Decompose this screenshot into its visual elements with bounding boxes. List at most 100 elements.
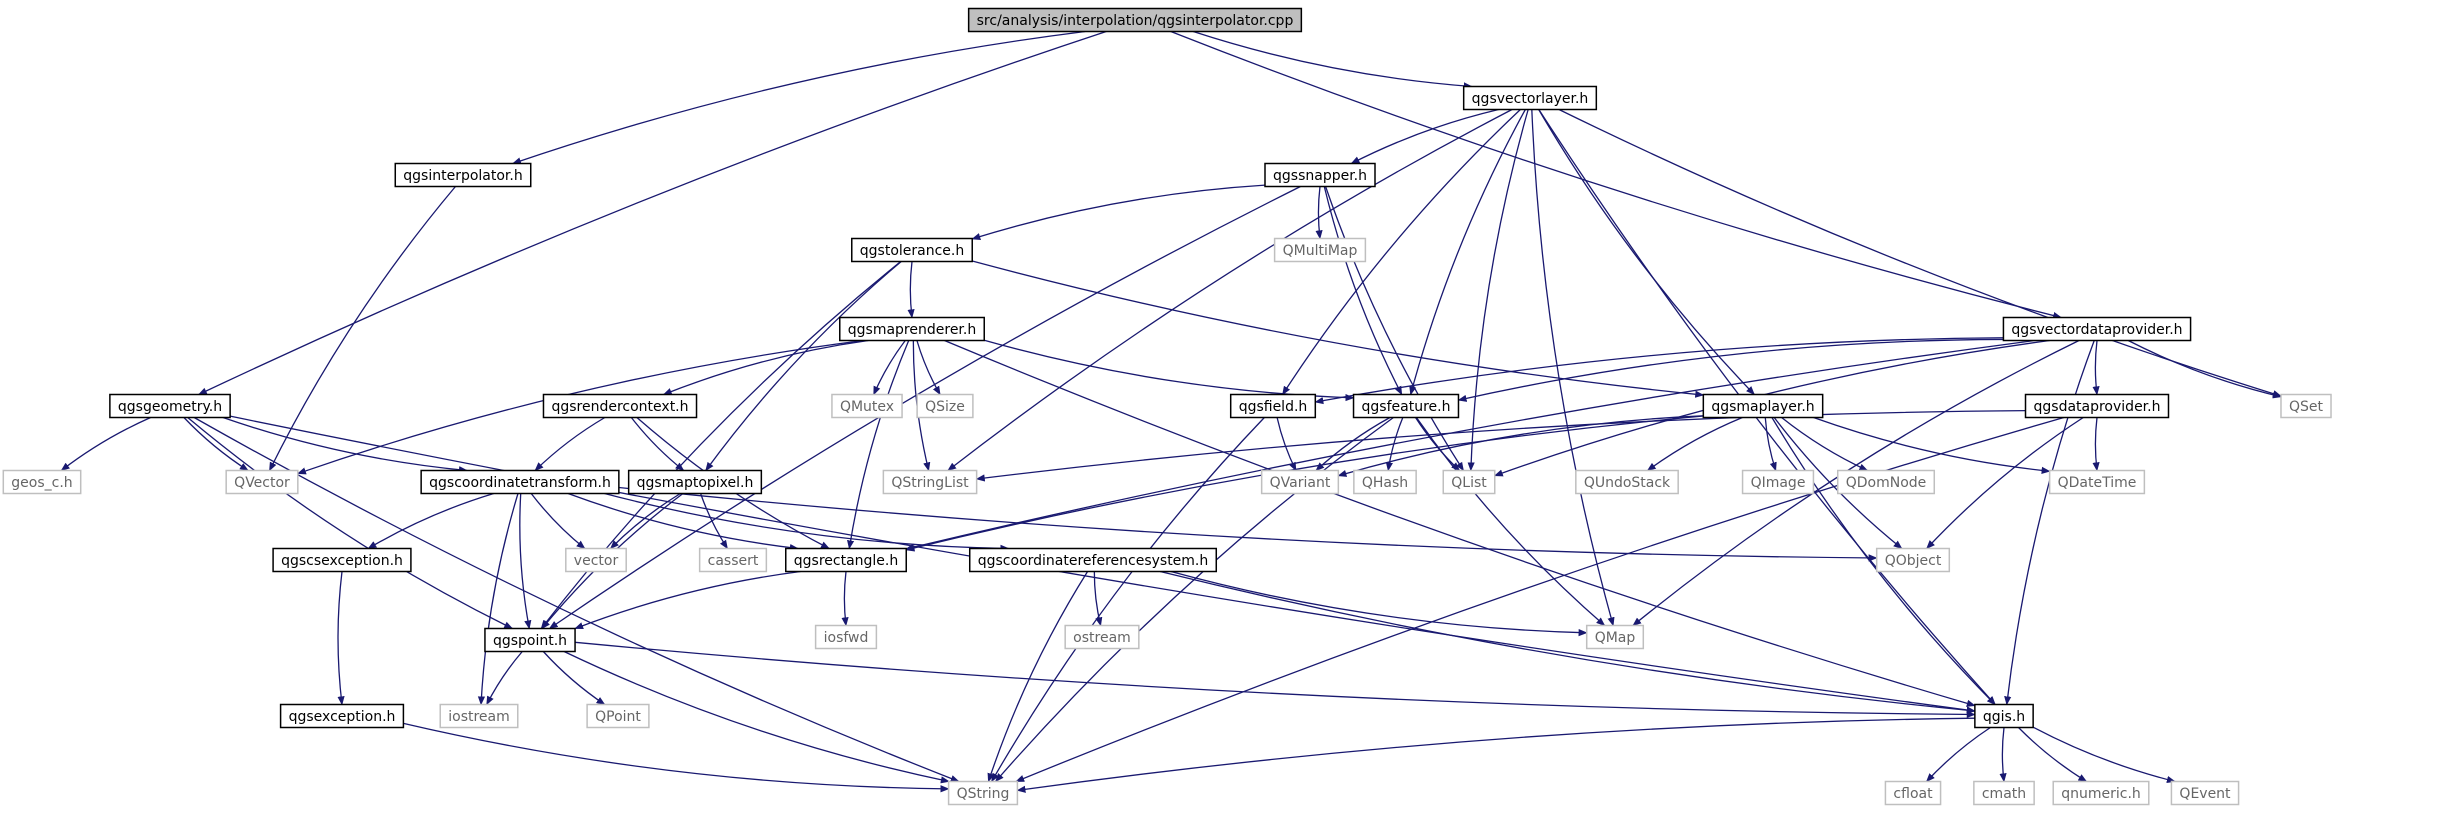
node-label: QObject <box>1885 553 1942 569</box>
node-iostream[interactable]: iostream <box>439 703 519 729</box>
node-qgsmaplayer[interactable]: qgsmaplayer.h <box>1702 393 1824 419</box>
node-root[interactable]: src/analysis/interpolation/qgsinterpolat… <box>967 7 1303 33</box>
node-qgsfield[interactable]: qgsfield.h <box>1229 393 1317 419</box>
node-qimage[interactable]: QImage <box>1741 469 1815 495</box>
node-cfloat[interactable]: cfloat <box>1884 780 1942 806</box>
edge-qgstolerance-to-qgsmaplayer <box>972 260 1705 398</box>
node-qgsfeature[interactable]: qgsfeature.h <box>1352 393 1460 419</box>
node-label: iosfwd <box>824 630 869 646</box>
edge-line <box>1926 416 2084 550</box>
node-qgscsexception[interactable]: qgscsexception.h <box>272 547 412 573</box>
node-qlist[interactable]: QList <box>1442 469 1496 495</box>
node-qgscrs[interactable]: qgscoordinatereferencesystem.h <box>968 547 1218 573</box>
node-qdatetime[interactable]: QDateTime <box>2048 469 2146 495</box>
edge-qgsvectorlayer-to-qgsfield <box>1282 109 1521 396</box>
edge-qgscoordinatetransform-to-qgspoint <box>519 493 532 630</box>
node-qnumeric[interactable]: qnumeric.h <box>2052 780 2150 806</box>
node-geos[interactable]: geos_c.h <box>2 469 82 495</box>
edge-qgstolerance-to-qgspoint <box>540 260 902 630</box>
edge-qgsmaprenderer-to-qgsrectangle <box>847 340 910 550</box>
node-cassert[interactable]: cassert <box>698 547 768 573</box>
node-qgsdataprovider[interactable]: qgsdataprovider.h <box>2024 393 2170 419</box>
node-box <box>698 547 768 573</box>
edge-line <box>567 492 799 552</box>
edge-line <box>1646 416 1743 472</box>
node-qgstolerance[interactable]: qgstolerance.h <box>851 237 973 263</box>
edge-qgscrs-to-ostream <box>1093 571 1103 627</box>
node-box <box>439 703 519 729</box>
node-label: cassert <box>708 553 759 569</box>
node-qvariant[interactable]: QVariant <box>1260 469 1340 495</box>
node-box <box>1264 162 1376 188</box>
node-qgspoint[interactable]: qgspoint.h <box>484 627 576 653</box>
node-box <box>2052 780 2150 806</box>
node-qundostack[interactable]: QUndoStack <box>1575 469 1679 495</box>
node-qmap[interactable]: QMap <box>1585 624 1645 650</box>
node-box <box>1260 469 1340 495</box>
node-box <box>1229 393 1317 419</box>
node-qsize[interactable]: QSize <box>916 393 974 419</box>
node-qgsvectorlayer[interactable]: qgsvectorlayer.h <box>1462 85 1598 111</box>
edge-qgsvectordataprovider-to-qlist <box>1493 339 2050 477</box>
node-iosfwd[interactable]: iosfwd <box>814 624 878 650</box>
node-qgsvectordataprovider[interactable]: qgsvectordataprovider.h <box>2002 316 2192 342</box>
node-label: qgsvectordataprovider.h <box>2011 322 2182 338</box>
node-label: src/analysis/interpolation/qgsinterpolat… <box>977 13 1294 29</box>
edge-line <box>1415 417 1606 627</box>
node-box <box>1064 624 1140 650</box>
node-qgscoordinatetransform[interactable]: qgscoordinatetransform.h <box>420 469 620 495</box>
node-qmultimap[interactable]: QMultiMap <box>1273 237 1367 263</box>
node-box <box>1875 547 1951 573</box>
node-qgssnapper[interactable]: qgssnapper.h <box>1264 162 1376 188</box>
node-qstringlist[interactable]: QStringList <box>882 469 978 495</box>
node-box <box>1462 85 1598 111</box>
node-qobject[interactable]: QObject <box>1875 547 1951 573</box>
edge-qgsvectordataprovider-to-qgsfeature <box>1457 338 2004 402</box>
node-label: QMultiMap <box>1283 243 1358 259</box>
edge-line <box>2092 340 2100 396</box>
node-qgsrendercontext[interactable]: qgsrendercontext.h <box>542 393 698 419</box>
node-qgsmaprenderer[interactable]: qgsmaprenderer.h <box>839 316 985 342</box>
edge-qgsmaprenderer-to-qsize <box>916 340 941 396</box>
edge-line <box>975 410 2026 482</box>
edge-line <box>630 417 685 472</box>
node-qset[interactable]: QSet <box>2280 393 2332 419</box>
node-qgsmaptopixel[interactable]: qgsmaptopixel.h <box>627 469 763 495</box>
node-qevent[interactable]: QEvent <box>2170 780 2240 806</box>
node-qstring[interactable]: QString <box>947 780 1019 806</box>
node-qgsgeometry[interactable]: qgsgeometry.h <box>109 393 231 419</box>
node-box <box>1836 469 1936 495</box>
node-qgsrectangle[interactable]: qgsrectangle.h <box>785 547 907 573</box>
node-box <box>1273 237 1367 263</box>
edge-line <box>530 493 586 550</box>
node-qvector[interactable]: QVector <box>225 469 299 495</box>
node-qgsexception[interactable]: qgsexception.h <box>279 703 405 729</box>
node-box <box>1575 469 1679 495</box>
node-label: qgspoint.h <box>493 633 567 649</box>
node-box <box>484 627 576 653</box>
edge-line <box>574 570 801 630</box>
edge-line <box>1999 727 2007 783</box>
node-label: qgssnapper.h <box>1273 168 1367 184</box>
node-box <box>542 393 698 419</box>
edge-qgsdataprovider-to-qstring <box>1015 416 2065 783</box>
node-qgsinterpolator[interactable]: qgsinterpolator.h <box>394 162 532 188</box>
edge-line <box>337 571 345 706</box>
edge-line <box>1315 186 1323 240</box>
edge-line <box>847 340 910 550</box>
edge-line <box>947 108 1513 472</box>
node-qpoint[interactable]: QPoint <box>586 703 650 729</box>
node-box <box>947 780 1019 806</box>
node-vector[interactable]: vector <box>565 547 627 573</box>
edge-line <box>268 186 456 472</box>
node-box <box>1353 469 1417 495</box>
node-qmutex[interactable]: QMutex <box>831 393 903 419</box>
edge-qgsgeometry-to-geos <box>60 416 151 472</box>
node-ostream[interactable]: ostream <box>1064 624 1140 650</box>
node-qgis[interactable]: qgis.h <box>1974 703 2034 729</box>
node-cmath[interactable]: cmath <box>1973 780 2035 806</box>
node-qdomnode[interactable]: QDomNode <box>1836 469 1936 495</box>
node-qhash[interactable]: QHash <box>1353 469 1417 495</box>
node-label: qgscsexception.h <box>281 553 403 569</box>
